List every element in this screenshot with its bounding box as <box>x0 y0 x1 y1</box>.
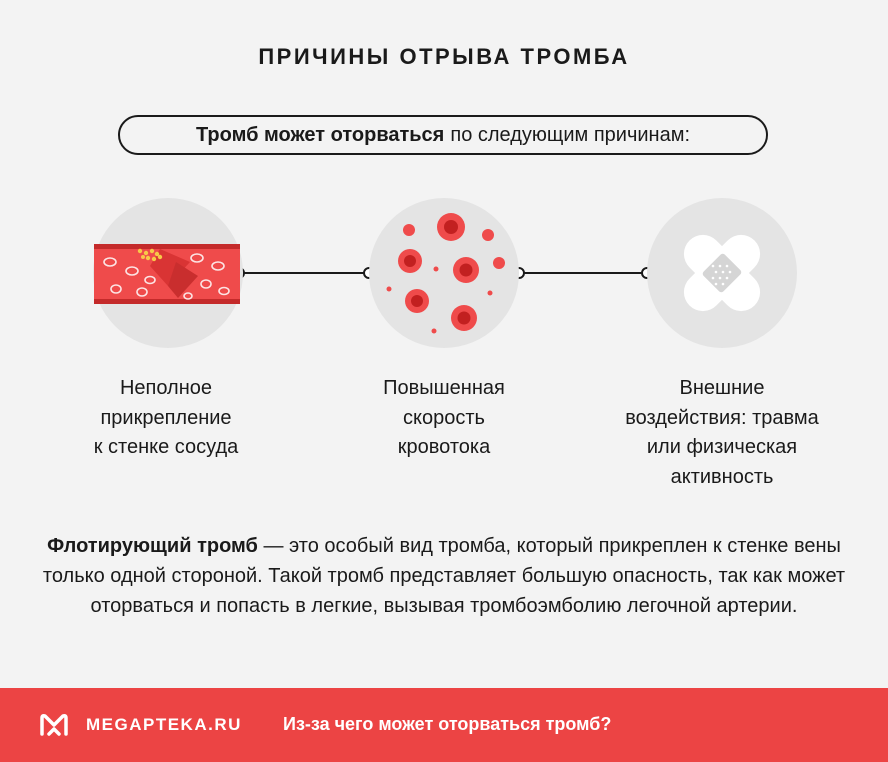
cause-caption-vessel: Неполное прикрепление к стенке сосуда <box>36 374 296 463</box>
caption-line: Внешние <box>679 377 765 399</box>
description-bold: Флотирующий тромб <box>47 535 258 557</box>
megapteka-logo-icon <box>40 714 68 736</box>
bandage-icon <box>647 198 797 348</box>
cause-caption-trauma: Внешние воздействия: травма или физическ… <box>592 374 852 492</box>
caption-line: прикрепление <box>100 406 232 429</box>
blood-cells-icon <box>369 198 519 348</box>
page-title: ПРИЧИНЫ ОТРЫВА ТРОМБА <box>258 44 630 69</box>
cause-caption-bloodflow: Повышенная скорость кровотока <box>314 374 574 463</box>
causes-illustration <box>93 198 797 348</box>
blood-vessel-icon <box>93 198 243 348</box>
intro-banner: Тромб может оторваться по следующим прич… <box>118 115 768 155</box>
caption-line: активность <box>670 465 774 488</box>
intro-rest-text: по следующим причинам: <box>450 123 691 146</box>
caption-line: Неполное <box>119 377 213 399</box>
caption-line: или физическая <box>646 436 798 458</box>
description-text: — это особый вид тромба, который прикреп… <box>42 535 846 617</box>
caption-line: кровотока <box>397 436 491 458</box>
description-paragraph: Флотирующий тромб — это особый вид тромб… <box>40 531 848 621</box>
footer-tagline: Из-за чего может оторваться тромб? <box>283 714 612 734</box>
brand-name[interactable]: MEGAPTEKA.RU <box>86 715 242 734</box>
intro-bold-text: Тромб может оторваться <box>195 123 445 146</box>
caption-line: Повышенная <box>383 377 505 399</box>
caption-line: скорость <box>403 406 485 429</box>
footer-bar: MEGAPTEKA.RU Из-за чего может оторваться… <box>0 688 888 762</box>
caption-line: к стенке сосуда <box>93 436 239 458</box>
caption-line: воздействия: травма <box>625 406 819 429</box>
